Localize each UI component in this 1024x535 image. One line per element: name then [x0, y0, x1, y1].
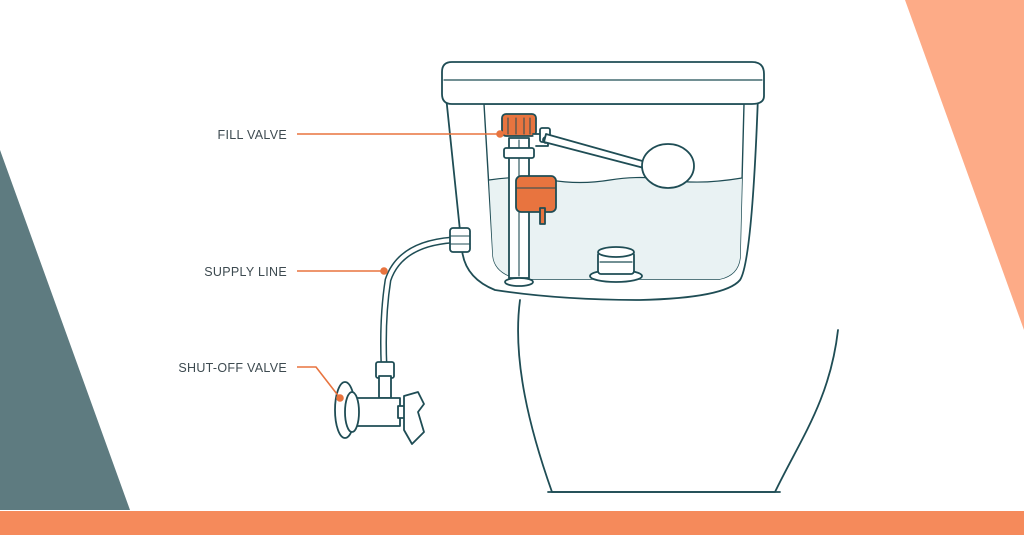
bottom-accent-bar	[0, 511, 1024, 535]
label-supply-line: SUPPLY LINE	[204, 265, 287, 279]
flush-valve	[589, 246, 643, 283]
callouts	[297, 130, 504, 402]
callout-fill-valve-dot	[496, 130, 504, 138]
callout-shutoff-line	[297, 366, 341, 399]
float-ball-icon	[641, 143, 695, 189]
slate-corner-shape	[0, 150, 130, 510]
supply-hose-nut	[449, 227, 471, 253]
fill-valve-icon	[501, 113, 557, 287]
callout-supply-line-dot	[380, 267, 388, 275]
peach-corner-shape	[905, 0, 1024, 330]
label-shutoff-valve: SHUT-OFF VALVE	[178, 361, 287, 375]
callout-shutoff-dot	[336, 394, 344, 402]
toilet-pedestal	[517, 299, 839, 493]
supply-hose-icon	[380, 236, 456, 370]
toilet-illustration	[334, 61, 839, 493]
label-fill-valve: FILL VALVE	[218, 128, 287, 142]
tank-lid	[441, 61, 765, 105]
shutoff-valve-icon	[334, 361, 425, 445]
